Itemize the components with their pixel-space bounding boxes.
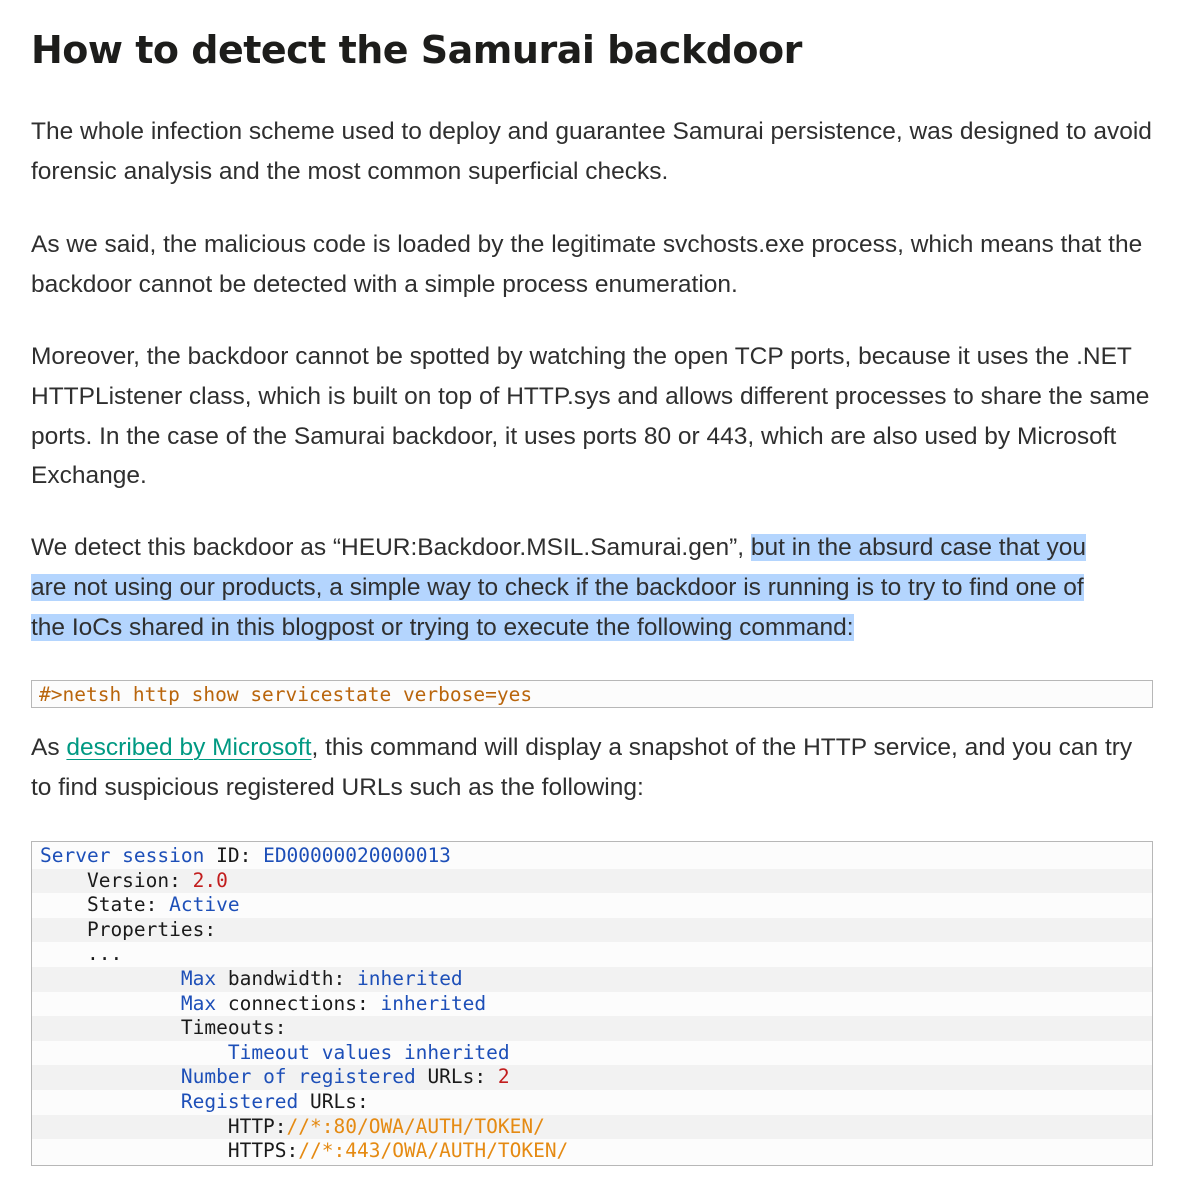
code-value: inherited	[380, 991, 487, 1015]
paragraph-infection-scheme: The whole infection scheme used to deplo…	[31, 118, 1152, 185]
code-value: Active	[169, 893, 240, 917]
paragraph-tcp-ports: Moreover, the backdoor cannot be spotted…	[31, 343, 1150, 490]
code-indent	[40, 1065, 181, 1088]
code-value: inherited	[357, 966, 463, 990]
code-text: State:	[40, 893, 170, 917]
paragraph-svchosts: As we said, the malicious code is loaded…	[31, 231, 1143, 298]
code-text: HTTPS:	[40, 1139, 299, 1163]
code-line: HTTP://*:80/OWA/AUTH/TOKEN/	[32, 1114, 1152, 1140]
code-line: ...	[32, 942, 1152, 967]
code-text: bandwidth:	[216, 966, 358, 990]
code-value: ED00000020000013	[263, 844, 451, 867]
microsoft-text-after: , this command will display a snapshot o…	[31, 734, 1133, 801]
code-line: Server session ID: ED00000020000013	[32, 844, 1152, 869]
page-title: How to detect the Samurai backdoor	[31, 28, 802, 72]
code-indent	[40, 992, 181, 1015]
detection-plain-text: We detect this backdoor as “HEUR:Backdoo…	[31, 534, 751, 561]
code-indent	[40, 967, 181, 990]
code-text: Properties:	[40, 917, 217, 941]
code-text: URLs:	[415, 1065, 498, 1089]
code-text: ...	[40, 942, 123, 966]
code-url: //*:80/OWA/AUTH/TOKEN/	[286, 1114, 545, 1138]
paragraph-detection[interactable]: We detect this backdoor as “HEUR:Backdoo…	[31, 528, 1155, 647]
paragraph-microsoft: As described by Microsoft, this command …	[31, 728, 1155, 808]
command-code-block[interactable]: #>netsh http show servicestate verbose=y…	[31, 680, 1153, 708]
code-url: //*:443/OWA/AUTH/TOKEN/	[298, 1139, 569, 1163]
code-indent	[40, 1090, 181, 1113]
highlighted-text[interactable]: are not using our products, a simple way…	[31, 573, 1084, 601]
code-line: State: Active	[32, 893, 1152, 918]
code-keyword: Max	[180, 991, 217, 1015]
code-line: Timeout values inherited	[32, 1041, 1152, 1066]
described-by-microsoft-link[interactable]: described by Microsoft	[66, 734, 312, 761]
code-keyword: Number of registered	[180, 1065, 416, 1089]
code-text: URLs:	[298, 1089, 369, 1113]
highlighted-text[interactable]: the IoCs shared in this blogpost or tryi…	[31, 613, 854, 641]
code-line: Timeouts:	[32, 1016, 1152, 1041]
code-line: Max connections: inherited	[32, 992, 1152, 1017]
highlighted-text[interactable]: but in the absurd case that you	[750, 534, 1086, 561]
code-text: ID:	[204, 844, 264, 867]
code-line: Properties:	[32, 917, 1152, 943]
code-line: Registered URLs:	[32, 1090, 1152, 1115]
code-text: Version:	[40, 868, 193, 892]
servicestate-output-block[interactable]: Server session ID: ED00000020000013 Vers…	[31, 841, 1153, 1166]
code-value: 2	[497, 1065, 510, 1089]
code-line: Version: 2.0	[32, 868, 1152, 894]
code-line: Number of registered URLs: 2	[32, 1065, 1152, 1090]
code-text: HTTP:	[40, 1114, 287, 1138]
code-keyword: Server session	[40, 844, 205, 867]
code-line: HTTPS://*:443/OWA/AUTH/TOKEN/	[32, 1139, 1152, 1164]
code-text: connections:	[216, 991, 381, 1015]
code-value: 2.0	[192, 868, 228, 892]
code-text: Timeouts:	[40, 1016, 287, 1040]
code-line: Max bandwidth: inherited	[32, 966, 1152, 992]
code-keyword: Registered	[180, 1089, 299, 1113]
microsoft-text-before: As	[31, 734, 67, 761]
code-indent	[40, 1041, 228, 1064]
code-keyword: Timeout values inherited	[227, 1040, 510, 1064]
code-keyword: Max	[180, 966, 217, 990]
